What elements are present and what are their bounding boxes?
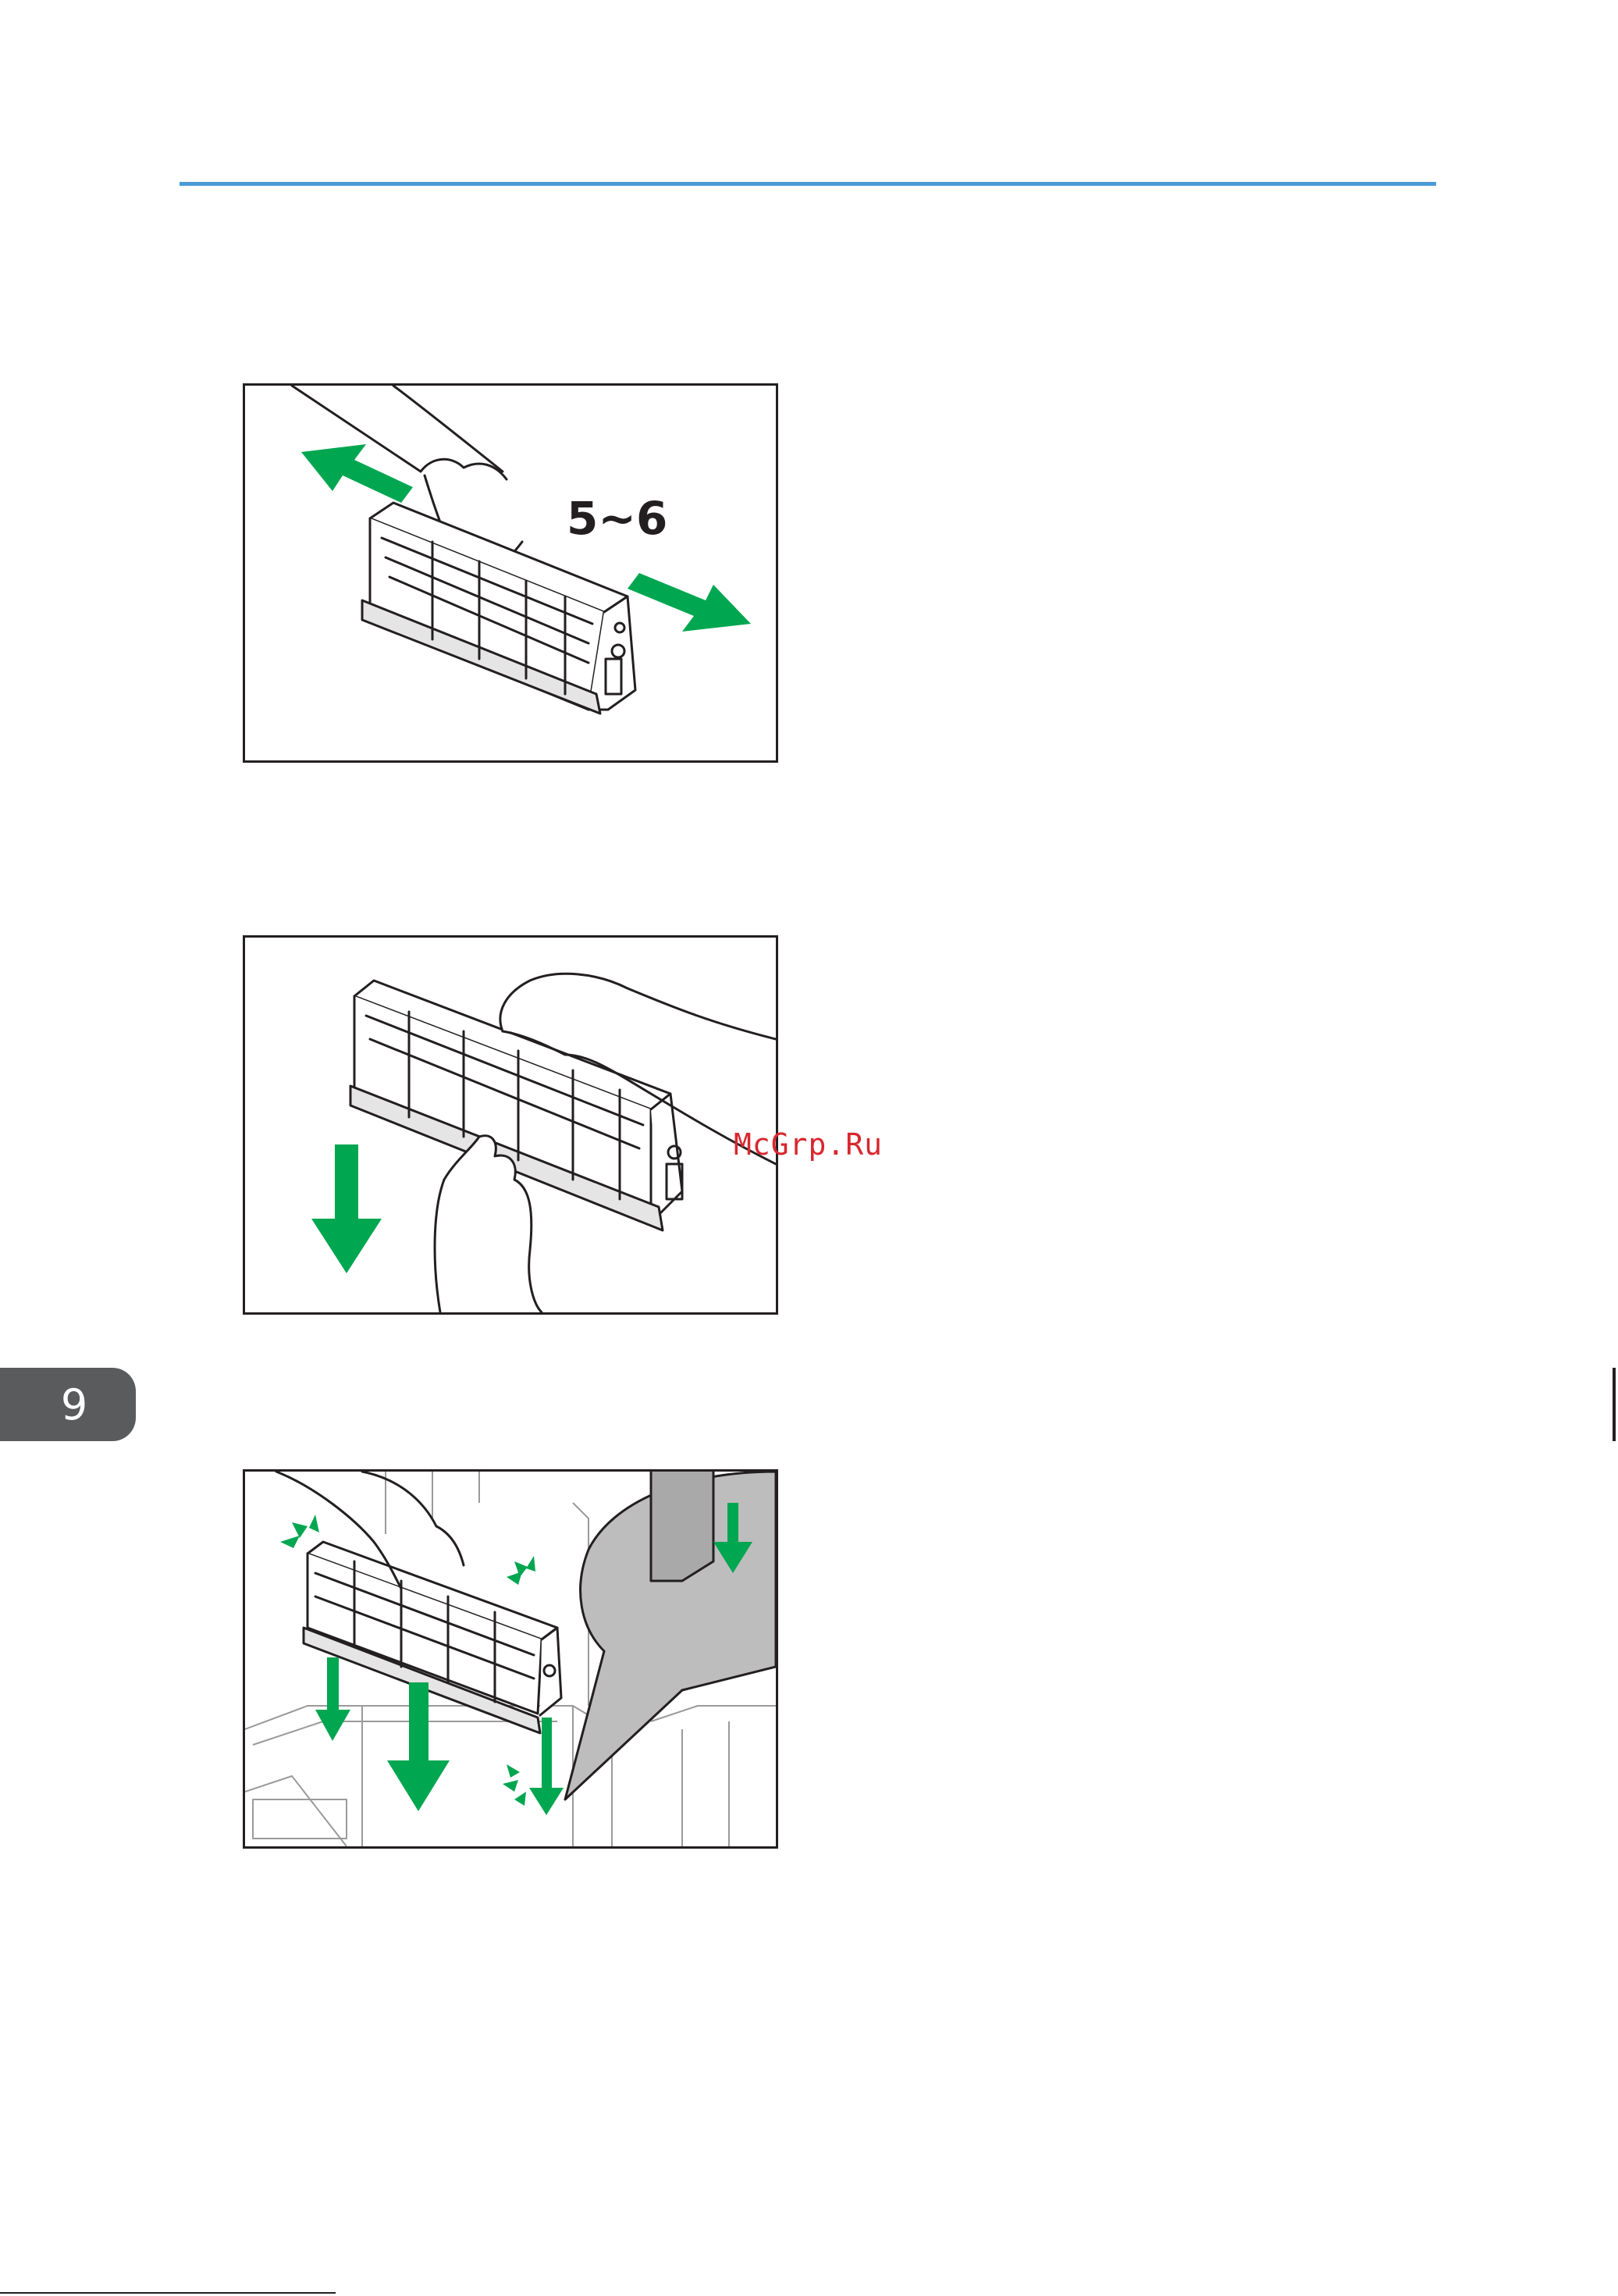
- figure-insert-cartridge: [243, 1469, 778, 1849]
- shake-cartridge-illustration: 5~6: [245, 386, 776, 760]
- figure-shake-cartridge: 5~6: [243, 383, 778, 763]
- arrow-down-left-icon: [315, 1657, 350, 1741]
- remove-cover-illustration: [245, 938, 776, 1312]
- page-edge-marker: [1613, 1368, 1616, 1441]
- header-rule: [180, 182, 1436, 186]
- chapter-tab: 9: [0, 1368, 136, 1441]
- arrow-left-icon: [301, 444, 413, 503]
- insert-cartridge-illustration: [245, 1472, 776, 1846]
- watermark: McGrp.Ru: [734, 1127, 883, 1162]
- arrow-right-icon: [628, 573, 751, 632]
- chapter-number: 9: [61, 1380, 87, 1429]
- shake-count-label: 5~6: [567, 492, 667, 545]
- arrow-down-center-icon: [387, 1682, 450, 1811]
- upper-hand-outline: [500, 974, 776, 1039]
- footer-rule: [0, 2292, 336, 2294]
- arrow-down-icon: [311, 1144, 382, 1273]
- figure-remove-cover: [243, 935, 778, 1315]
